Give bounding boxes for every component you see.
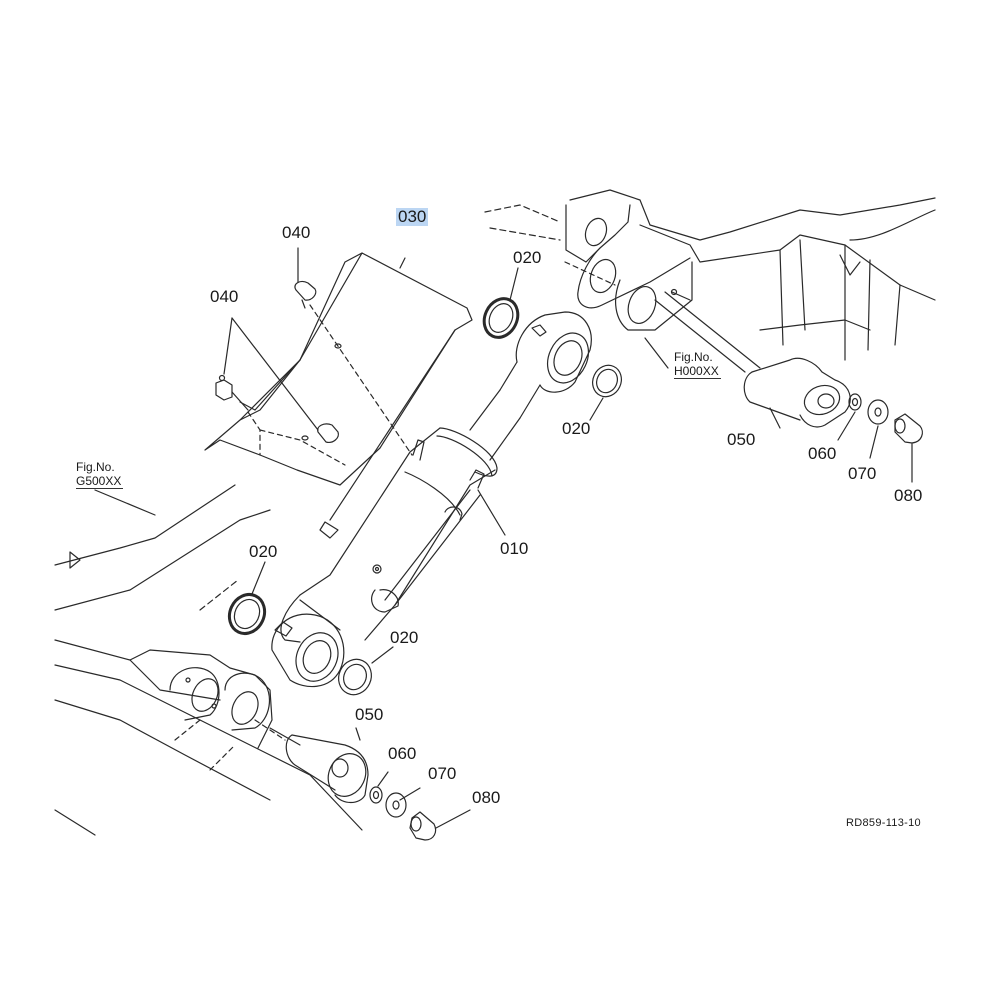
fig-ref-right-code: H000XX xyxy=(674,364,721,379)
part-label-washer-small-bottom[interactable]: 060 xyxy=(388,744,417,763)
cover-drawing xyxy=(204,252,473,539)
washer-right-drawing xyxy=(867,399,889,425)
boom-bracket-frame xyxy=(484,189,936,373)
part-label-pin-right[interactable]: 050 xyxy=(727,430,756,449)
part-label-pin-bottom[interactable]: 050 xyxy=(355,705,384,724)
part-label-cylinder[interactable]: 010 xyxy=(500,539,529,558)
leader-fig-left xyxy=(94,489,156,516)
oring-top-drawing xyxy=(482,297,520,339)
fig-ref-right[interactable]: Fig.No. H000XX xyxy=(674,350,721,379)
diagram-reference-code: RD859-113-10 xyxy=(846,817,921,829)
part-label-washer-small-right[interactable]: 060 xyxy=(808,444,837,463)
chassis-frame xyxy=(54,484,363,836)
part-label-oring-top[interactable]: 020 xyxy=(513,248,542,267)
part-label-bushing-bottom[interactable]: 020 xyxy=(390,628,419,647)
fig-ref-left[interactable]: Fig.No. G500XX xyxy=(76,460,124,489)
part-label-bolt-top[interactable]: 040 xyxy=(282,223,311,242)
bolt-right-drawing xyxy=(894,413,923,444)
bushing-top-drawing xyxy=(592,364,622,398)
part-label-oring-left[interactable]: 020 xyxy=(249,542,278,561)
part-label-washer-bottom[interactable]: 070 xyxy=(428,764,457,783)
part-label-bushing-top[interactable]: 020 xyxy=(562,419,591,438)
bolt-bottom-drawing xyxy=(409,811,437,841)
fig-ref-left-prefix: Fig.No. xyxy=(76,460,115,474)
part-label-bolt-side[interactable]: 040 xyxy=(210,287,239,306)
cylinder-drawing xyxy=(271,311,592,688)
part-label-bolt-bottom[interactable]: 080 xyxy=(472,788,501,807)
washer-small-bottom-drawing xyxy=(369,786,383,804)
bolt-side-drawing xyxy=(215,374,339,443)
fig-ref-left-code: G500XX xyxy=(76,474,124,489)
fig-ref-right-prefix: Fig.No. xyxy=(674,350,713,364)
washer-small-right-drawing xyxy=(848,393,862,411)
bushing-bottom-drawing xyxy=(338,658,372,696)
bolt-top-drawing xyxy=(294,280,317,309)
pin-bottom-drawing xyxy=(285,734,437,841)
part-label-cover[interactable]: 030 xyxy=(396,207,429,226)
washer-bottom-drawing xyxy=(385,792,407,818)
leader-fig-right xyxy=(644,337,669,369)
part-label-bolt-right[interactable]: 080 xyxy=(894,486,923,505)
oring-left-drawing xyxy=(227,593,267,635)
pin-right-drawing xyxy=(743,357,923,444)
part-label-washer-right[interactable]: 070 xyxy=(848,464,877,483)
